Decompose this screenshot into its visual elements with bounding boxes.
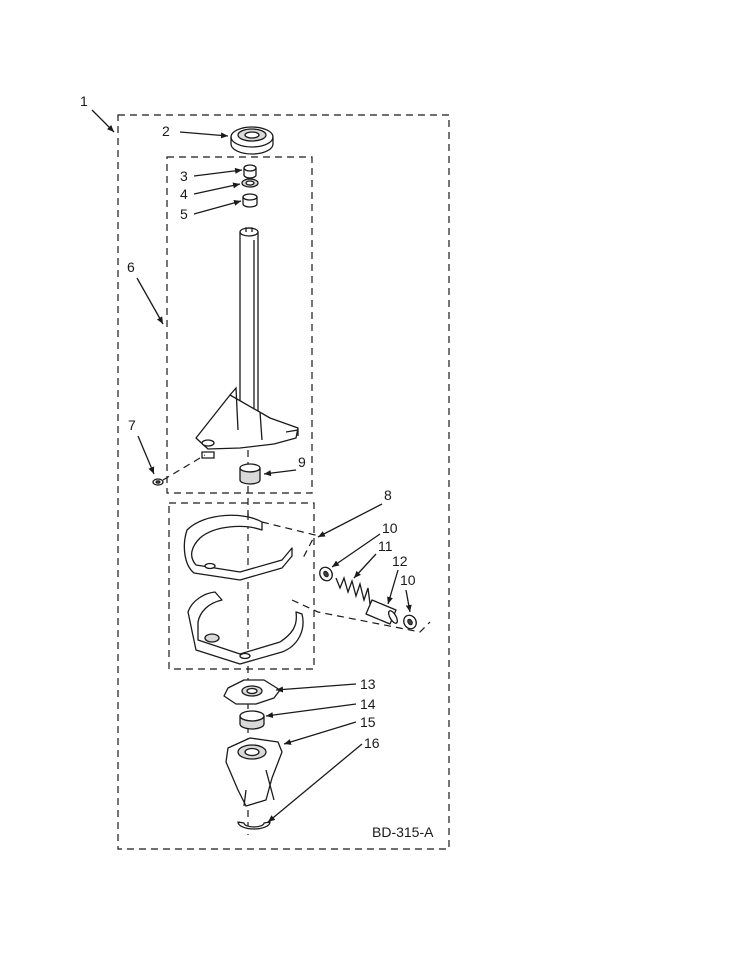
part-brake-upper (183, 513, 293, 581)
leader-lines (91, 109, 412, 823)
part-seal (230, 126, 274, 155)
diagram-code: BD-315-A (372, 824, 434, 840)
callout-10a: 10 (382, 520, 398, 536)
callout-8: 8 (384, 487, 392, 503)
callout-13: 13 (360, 676, 376, 692)
brake-subassembly-boundary (168, 502, 315, 670)
part-flange-plate (223, 679, 281, 705)
callout-11: 11 (378, 538, 393, 554)
part-drive-fork (225, 737, 283, 807)
callout-5: 5 (180, 206, 188, 222)
callout-15: 15 (360, 714, 376, 730)
part-pin (365, 599, 399, 625)
callout-6: 6 (127, 259, 135, 275)
part-spring (335, 575, 371, 605)
part-brake-lower (187, 591, 304, 665)
part-mounting-plate (195, 386, 299, 459)
part-spring-washer-a (319, 566, 333, 582)
part-bearing (242, 193, 258, 208)
callout-14: 14 (360, 696, 376, 712)
callout-1: 1 (80, 93, 88, 109)
callout-16: 16 (364, 735, 380, 751)
callout-10b: 10 (400, 572, 416, 588)
callout-3: 3 (180, 168, 188, 184)
callout-2: 2 (162, 123, 170, 139)
stem-subassembly-boundary (166, 156, 313, 494)
part-collar (239, 710, 265, 730)
part-bushing-small (243, 164, 257, 179)
part-retaining-ring (237, 821, 271, 830)
callout-12: 12 (392, 553, 408, 569)
part-washer (241, 178, 259, 188)
part-spring-washer-b (403, 614, 417, 630)
part-lower-bushing (239, 463, 261, 485)
callout-9: 9 (298, 454, 306, 470)
brake-spring-guide (261, 521, 431, 633)
callout-4: 4 (180, 186, 188, 202)
callout-7: 7 (128, 417, 136, 433)
part-stem-tube (239, 227, 259, 431)
part-clip (152, 454, 206, 486)
assembly-boundary (117, 114, 450, 850)
